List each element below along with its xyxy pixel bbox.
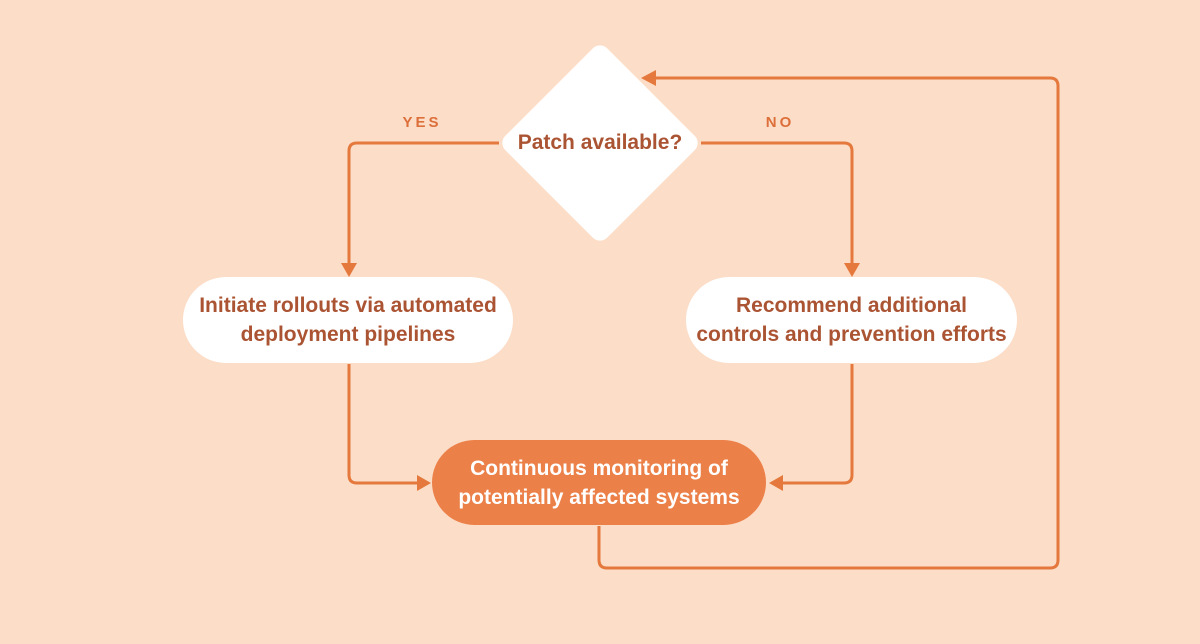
connector-yes-to-monitor bbox=[347, 364, 417, 485]
node-recommend-controls: Recommend additional controls and preven… bbox=[686, 277, 1017, 363]
decision-label: Patch available? bbox=[517, 131, 683, 154]
node-label-line: controls and prevention efforts bbox=[696, 323, 1007, 346]
node-initiate-rollouts: Initiate rollouts via automated deployme… bbox=[183, 277, 513, 363]
arrowhead-feedback-into-diamond bbox=[641, 70, 656, 86]
edge-label-yes: YES bbox=[402, 114, 442, 131]
arrowhead-into-monitor-left bbox=[417, 475, 431, 491]
connector-feedback-loop bbox=[597, 76, 1060, 570]
node-label-line: deployment pipelines bbox=[240, 323, 456, 346]
arrowhead-yes-branch-down bbox=[341, 263, 357, 277]
connector-yes-branch bbox=[347, 141, 499, 264]
arrowhead-into-monitor-right bbox=[769, 475, 783, 491]
connector-no-to-monitor bbox=[783, 364, 854, 485]
node-label-line: Recommend additional bbox=[735, 294, 968, 317]
node-label-line: Continuous monitoring of bbox=[470, 456, 728, 480]
edge-label-no: NO bbox=[765, 114, 795, 131]
connector-no-branch bbox=[701, 141, 854, 264]
node-label-line: potentially affected systems bbox=[458, 485, 740, 509]
node-label-line: Initiate rollouts via automated bbox=[199, 294, 497, 317]
node-continuous-monitoring: Continuous monitoring of potentially aff… bbox=[432, 440, 766, 525]
arrowhead-no-branch-down bbox=[844, 263, 860, 277]
